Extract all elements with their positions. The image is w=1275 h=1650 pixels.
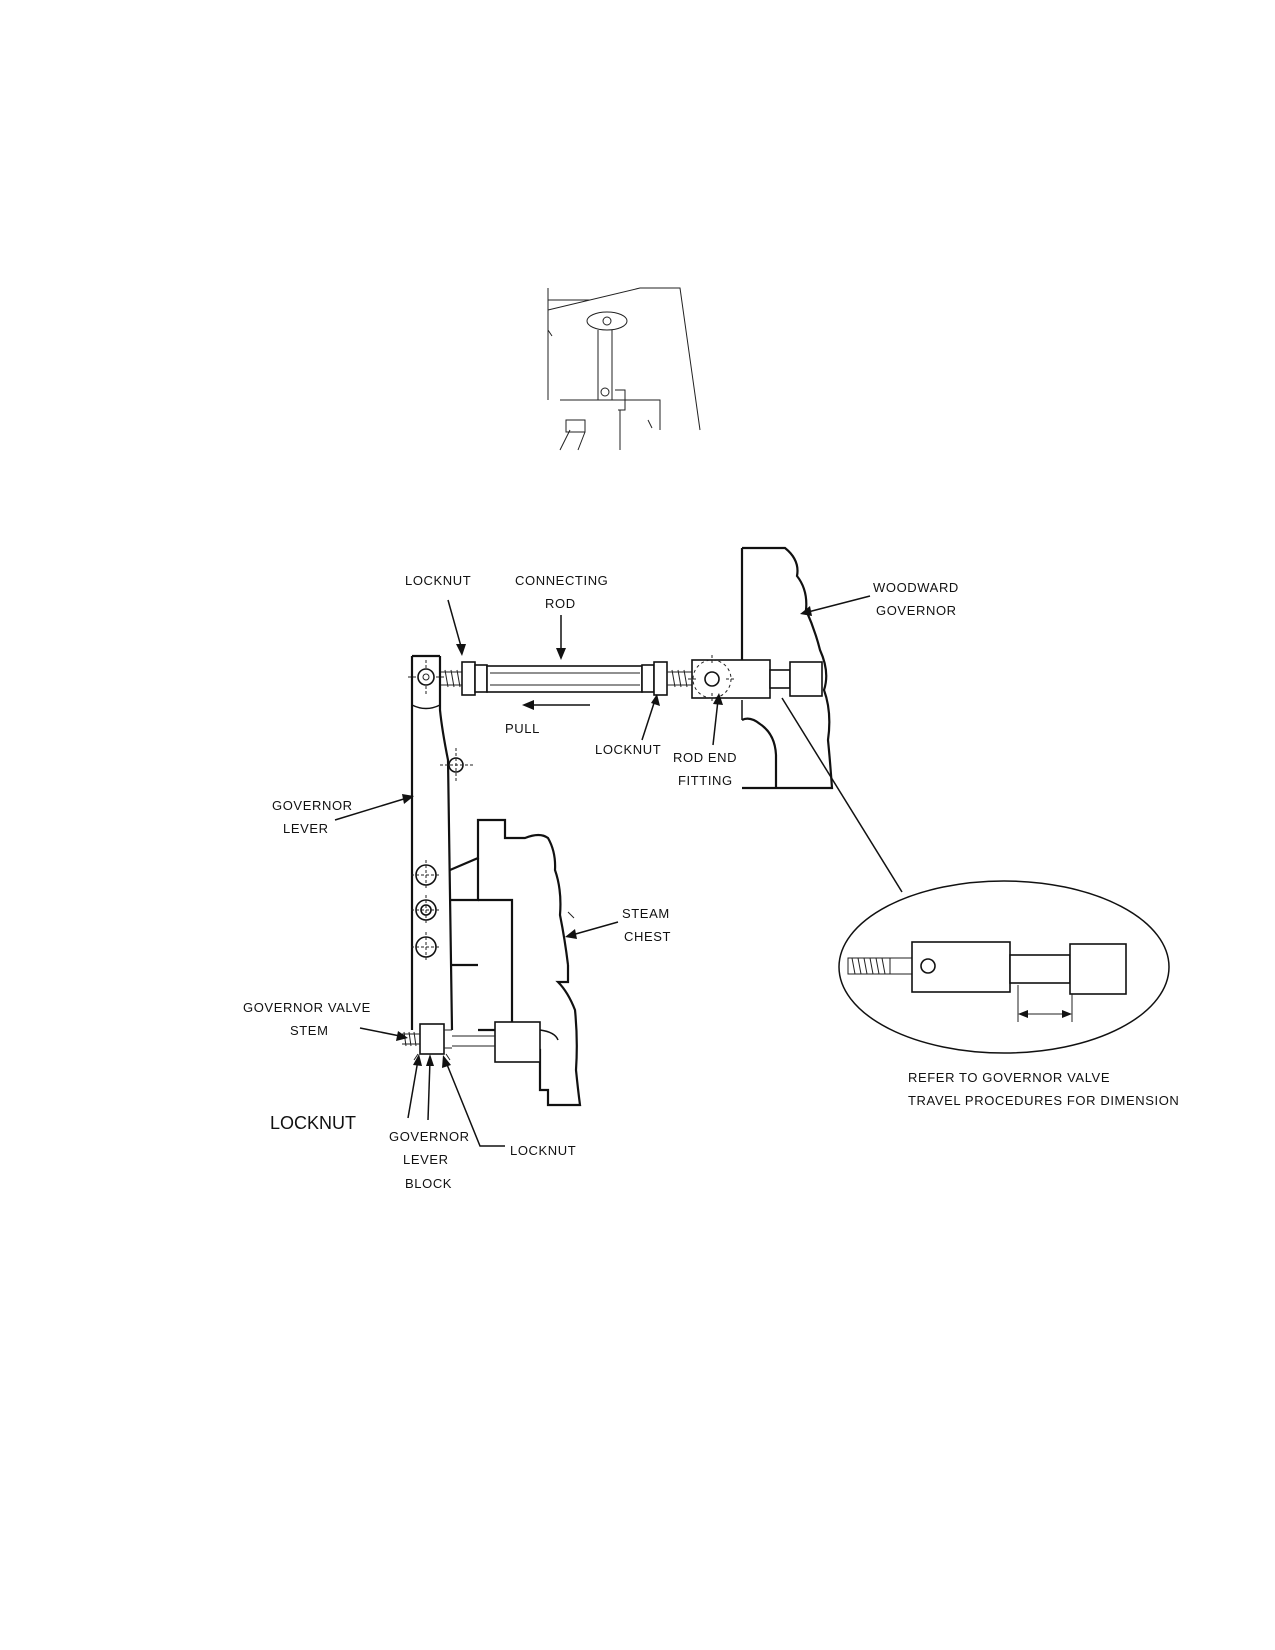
governor-lever xyxy=(408,654,475,1031)
label-locknut-mid: LOCKNUT xyxy=(595,742,661,757)
label-locknut-left: LOCKNUT xyxy=(270,1113,356,1133)
label-locknut-top: LOCKNUT xyxy=(405,573,471,588)
label-connecting-rod-1: CONNECTING xyxy=(515,573,608,588)
label-rod-end-1: ROD END xyxy=(673,750,737,765)
governor-lever-block xyxy=(402,1023,452,1061)
label-locknut-bottom: LOCKNUT xyxy=(510,1143,576,1158)
overview-thumbnail xyxy=(547,287,701,451)
connecting-rod-assembly xyxy=(440,655,823,703)
label-governor-lever-1: GOVERNOR xyxy=(272,798,353,813)
label-steam-chest-1: STEAM xyxy=(622,906,670,921)
label-woodward-1: WOODWARD xyxy=(873,580,959,595)
label-lever-block-3: BLOCK xyxy=(405,1176,452,1191)
valve-travel-detail-inset xyxy=(838,880,1170,1054)
label-lever-block-1: GOVERNOR xyxy=(389,1129,470,1144)
label-pull: PULL xyxy=(505,721,540,736)
label-refer-1: REFER TO GOVERNOR VALVE xyxy=(908,1070,1110,1085)
label-governor-lever-2: LEVER xyxy=(283,821,329,836)
label-refer-2: TRAVEL PROCEDURES FOR DIMENSION xyxy=(908,1093,1179,1108)
label-valve-stem-1: GOVERNOR VALVE xyxy=(243,1000,371,1015)
leader-arrows xyxy=(334,595,871,1147)
steam-chest xyxy=(449,818,582,1107)
detail-leader-line xyxy=(781,697,903,893)
woodward-governor-housing xyxy=(740,546,834,790)
connecting-rod xyxy=(486,665,643,693)
label-connecting-rod-2: ROD xyxy=(545,596,576,611)
label-valve-stem-2: STEM xyxy=(290,1023,329,1038)
label-rod-end-2: FITTING xyxy=(678,773,733,788)
label-woodward-2: GOVERNOR xyxy=(876,603,957,618)
label-steam-chest-2: CHEST xyxy=(624,929,671,944)
label-lever-block-2: LEVER xyxy=(403,1152,449,1167)
